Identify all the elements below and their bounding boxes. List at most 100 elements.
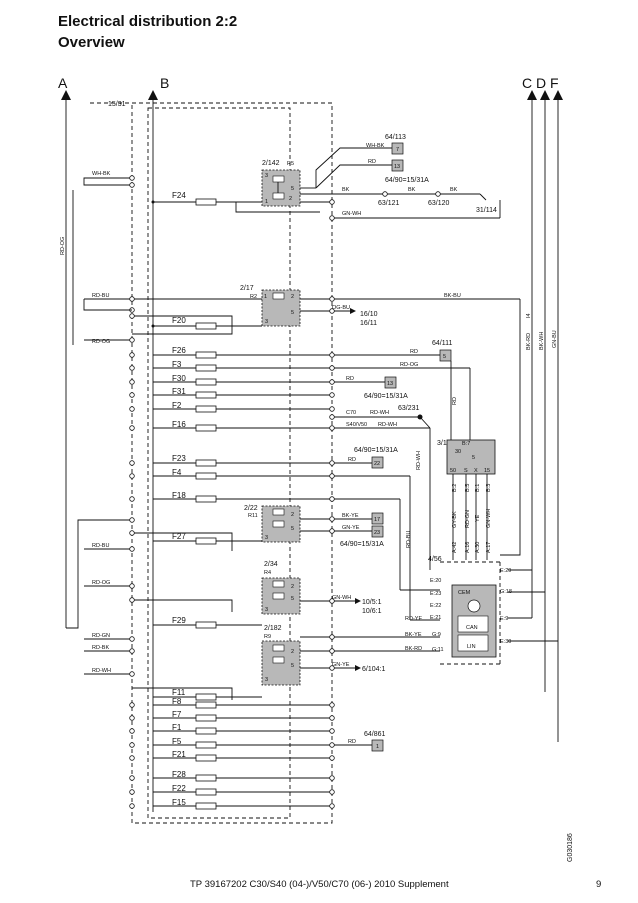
- label-2-34: 2/34: [264, 561, 278, 568]
- label-2-22: 2/22: [244, 505, 258, 512]
- svg-text:1: 1: [265, 199, 268, 205]
- label-64-90-2: 64/90=15/31A: [364, 393, 408, 400]
- svg-text:BK-YE: BK-YE: [342, 513, 359, 519]
- page-number: 9: [596, 879, 602, 890]
- label-10-6-1: 10/6:1: [362, 608, 382, 615]
- svg-text:BK-RD: BK-RD: [405, 646, 422, 652]
- fuse-f5: [195, 741, 217, 749]
- pin-1: [371, 739, 384, 752]
- svg-text:G:18: G:18: [500, 589, 512, 595]
- svg-text:3: 3: [265, 319, 268, 325]
- svg-text:BK: BK: [342, 187, 350, 193]
- fuse-f2: [195, 405, 217, 413]
- svg-text:RD-GN: RD-GN: [92, 633, 110, 639]
- fuse-f15: [195, 802, 217, 810]
- svg-text:RD-BU: RD-BU: [92, 543, 109, 549]
- svg-text:YE: YE: [475, 514, 481, 522]
- fuse-f20: [195, 322, 217, 330]
- fuse-f22: [195, 788, 217, 796]
- fuse-f23: [195, 459, 217, 467]
- svg-text:3: 3: [265, 607, 268, 613]
- svg-text:RD-GN: RD-GN: [465, 510, 471, 528]
- label-4-56: 4/56: [428, 556, 442, 563]
- fuse-f7: [195, 714, 217, 722]
- svg-text:2: 2: [291, 512, 294, 518]
- label-10-5-1: 10/5:1: [362, 599, 382, 606]
- svg-text:E:20: E:20: [430, 578, 441, 584]
- fuse-label-f21: F21: [172, 750, 186, 759]
- label-r5: R5: [287, 161, 294, 167]
- svg-text:G:11: G:11: [432, 647, 444, 653]
- label-15-31: 15/31: [108, 101, 126, 108]
- svg-text:E:30: E:30: [500, 639, 511, 645]
- svg-text:A:42: A:42: [452, 542, 458, 553]
- wire-rd-top: [315, 164, 392, 189]
- label-cdf: C D F: [522, 75, 559, 91]
- svg-text:3: 3: [265, 173, 268, 179]
- svg-text:RD-OG: RD-OG: [92, 580, 110, 586]
- fuse-f29: [195, 621, 217, 629]
- svg-text:OG-BU: OG-BU: [332, 305, 350, 311]
- svg-text:3: 3: [265, 535, 268, 541]
- fuse-label-f16: F16: [172, 420, 186, 429]
- svg-text:B:2: B:2: [452, 484, 458, 492]
- label-6-104-1: 6/104:1: [362, 666, 385, 673]
- svg-text:BK-WH: BK-WH: [539, 332, 545, 350]
- fuse-label-f28: F28: [172, 770, 186, 779]
- arrow-b-icon: [148, 90, 158, 100]
- label-31-114: 31/114: [476, 207, 497, 214]
- svg-text:E:23: E:23: [430, 591, 441, 597]
- svg-text:G:9: G:9: [432, 632, 441, 638]
- svg-text:BK-BU: BK-BU: [444, 293, 461, 299]
- svg-text:E:22: E:22: [430, 603, 441, 609]
- pin-23: [371, 525, 384, 538]
- fuse-label-f24: F24: [172, 191, 186, 200]
- svg-text:2: 2: [291, 294, 294, 300]
- svg-text:1: 1: [264, 294, 267, 300]
- figure-code: G030186: [567, 833, 574, 862]
- wire-wh-bk-top: [315, 147, 392, 188]
- svg-text:LIN: LIN: [467, 644, 476, 650]
- arrow-f-icon: [553, 90, 563, 100]
- svg-text:C70: C70: [346, 410, 356, 416]
- svg-text:GN-WH: GN-WH: [342, 211, 361, 217]
- fuse-f18: [195, 495, 217, 503]
- svg-text:B:7: B:7: [462, 441, 470, 447]
- svg-text:BK: BK: [408, 187, 416, 193]
- svg-text:B:3: B:3: [486, 484, 492, 492]
- fuse-f31: [195, 391, 217, 399]
- fuse-f8: [195, 701, 217, 709]
- fuse-label-f8: F8: [172, 697, 182, 706]
- fuse-row-group-2: F8 F7 F1 F5 RD 1 64/861 F21 F28 F22 F15: [153, 697, 386, 810]
- wire-wh-bk: [83, 177, 132, 186]
- svg-text:5: 5: [291, 526, 294, 532]
- wire-label-rd-og-vert: RD-OG: [60, 237, 66, 255]
- label-64-90-3: 64/90=15/31A: [354, 447, 398, 454]
- svg-text:RD-BU: RD-BU: [406, 531, 412, 548]
- svg-text:RD: RD: [348, 457, 356, 463]
- label-3-1: 3/1: [437, 440, 447, 447]
- svg-text:5: 5: [472, 455, 475, 461]
- page-footer: TP 39167202 C30/S40 (04-)/V50/C70 (06-) …: [190, 879, 449, 890]
- svg-text:A:16: A:16: [465, 542, 471, 553]
- svg-text:S40/V50: S40/V50: [346, 422, 367, 428]
- wire-label-wh-bk: WH-BK: [92, 171, 111, 177]
- label-64-111: 64/111: [432, 340, 452, 347]
- svg-text:A:17: A:17: [486, 542, 492, 553]
- fuse-f27: [195, 537, 217, 545]
- pin-7: [391, 142, 404, 155]
- svg-text:RD: RD: [410, 349, 418, 355]
- fuse-f4: [195, 472, 217, 480]
- svg-text:E:29: E:29: [500, 568, 511, 574]
- fuse-f1: [195, 727, 217, 735]
- label-a: A: [58, 75, 68, 91]
- fuse-label-f2: F2: [172, 401, 182, 410]
- fuse-label-f20: F20: [172, 316, 186, 325]
- label-r11: R11: [248, 513, 258, 519]
- label-b: B: [160, 75, 169, 91]
- svg-text:RD: RD: [452, 397, 458, 405]
- label-63-120: 63/120: [428, 200, 450, 207]
- svg-text:3: 3: [265, 677, 268, 683]
- svg-text:5: 5: [291, 186, 294, 192]
